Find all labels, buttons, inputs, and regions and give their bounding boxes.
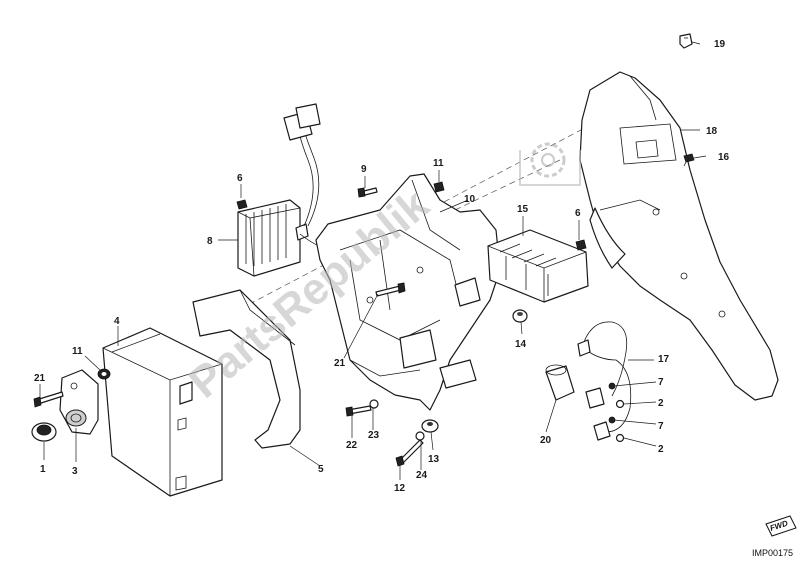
image-code: IMP00175: [752, 548, 793, 558]
callout-15[interactable]: 15: [517, 204, 529, 215]
part-4-control-box[interactable]: [102, 327, 223, 497]
callout-5[interactable]: 5: [318, 464, 324, 475]
part-15-fuse-box[interactable]: [487, 229, 589, 303]
part-6-nut-right[interactable]: [575, 239, 587, 251]
callout-18[interactable]: 18: [706, 126, 718, 137]
part-7-terminal[interactable]: [608, 382, 616, 424]
part-1-grommet[interactable]: [31, 422, 57, 442]
part-24-washer[interactable]: [415, 431, 425, 441]
callout-1[interactable]: 1: [40, 464, 46, 475]
part-13-grommet[interactable]: [421, 419, 439, 433]
callout-7b[interactable]: 7: [658, 421, 664, 432]
part-8-regulator[interactable]: [237, 103, 341, 277]
part-11-nut-left[interactable]: [97, 368, 111, 380]
callout-8[interactable]: 8: [207, 236, 213, 247]
holder-mount-screw[interactable]: [375, 282, 406, 297]
part-6-nut-left[interactable]: [236, 199, 248, 210]
callout-24[interactable]: 24: [416, 470, 428, 481]
callout-22[interactable]: 22: [346, 440, 358, 451]
part-14-grommet[interactable]: [512, 309, 528, 323]
part-19-clip[interactable]: [679, 33, 693, 49]
part-5-cover[interactable]: [192, 289, 301, 449]
callout-23[interactable]: 23: [368, 430, 380, 441]
callout-11a[interactable]: 11: [72, 346, 83, 357]
part-18-bracket-plate[interactable]: [579, 71, 779, 401]
callout-13[interactable]: 13: [428, 454, 440, 465]
part-17-wiring[interactable]: [577, 321, 632, 433]
part-16-screw[interactable]: [683, 153, 695, 167]
part-3-mount-bracket[interactable]: [59, 369, 99, 435]
part-21-screw-left[interactable]: [33, 391, 64, 408]
part-10-holder-bracket[interactable]: [315, 173, 501, 411]
logo-frame: [519, 150, 581, 186]
callout-11b[interactable]: 11: [433, 158, 444, 169]
callout-9[interactable]: 9: [361, 164, 367, 175]
callout-21a[interactable]: 21: [34, 373, 46, 384]
callout-21b[interactable]: 21: [334, 358, 346, 369]
callout-14[interactable]: 14: [515, 339, 527, 350]
callout-6a[interactable]: 6: [237, 173, 243, 184]
part-11-nut-mid[interactable]: [433, 181, 445, 193]
part-9-bolt[interactable]: [357, 187, 378, 198]
callout-17[interactable]: 17: [658, 354, 670, 365]
gear-icon: [530, 142, 566, 178]
leader-lines: [39, 41, 707, 480]
part-23-washer[interactable]: [369, 399, 379, 409]
callout-6b[interactable]: 6: [575, 208, 581, 219]
part-20-relay[interactable]: [545, 364, 611, 441]
callout-12[interactable]: 12: [394, 483, 406, 494]
fwd-arrow-icon: FWD: [765, 515, 797, 537]
callout-20[interactable]: 20: [540, 435, 552, 446]
callout-4[interactable]: 4: [114, 316, 120, 327]
callout-3[interactable]: 3: [72, 466, 78, 477]
callout-16[interactable]: 16: [718, 152, 730, 163]
callout-7a[interactable]: 7: [658, 377, 664, 388]
callout-2a[interactable]: 2: [658, 398, 664, 409]
part-12-bolt[interactable]: [395, 439, 424, 467]
callout-labels: 1 2 2 3 4 5 6 6 7 7 8 9 10 11 11 12 13 1…: [34, 39, 730, 494]
callout-10[interactable]: 10: [464, 194, 476, 205]
part-2-nut[interactable]: [615, 399, 625, 443]
callout-2b[interactable]: 2: [658, 444, 664, 455]
callout-19[interactable]: 19: [714, 39, 726, 50]
part-22-screw[interactable]: [345, 405, 372, 417]
